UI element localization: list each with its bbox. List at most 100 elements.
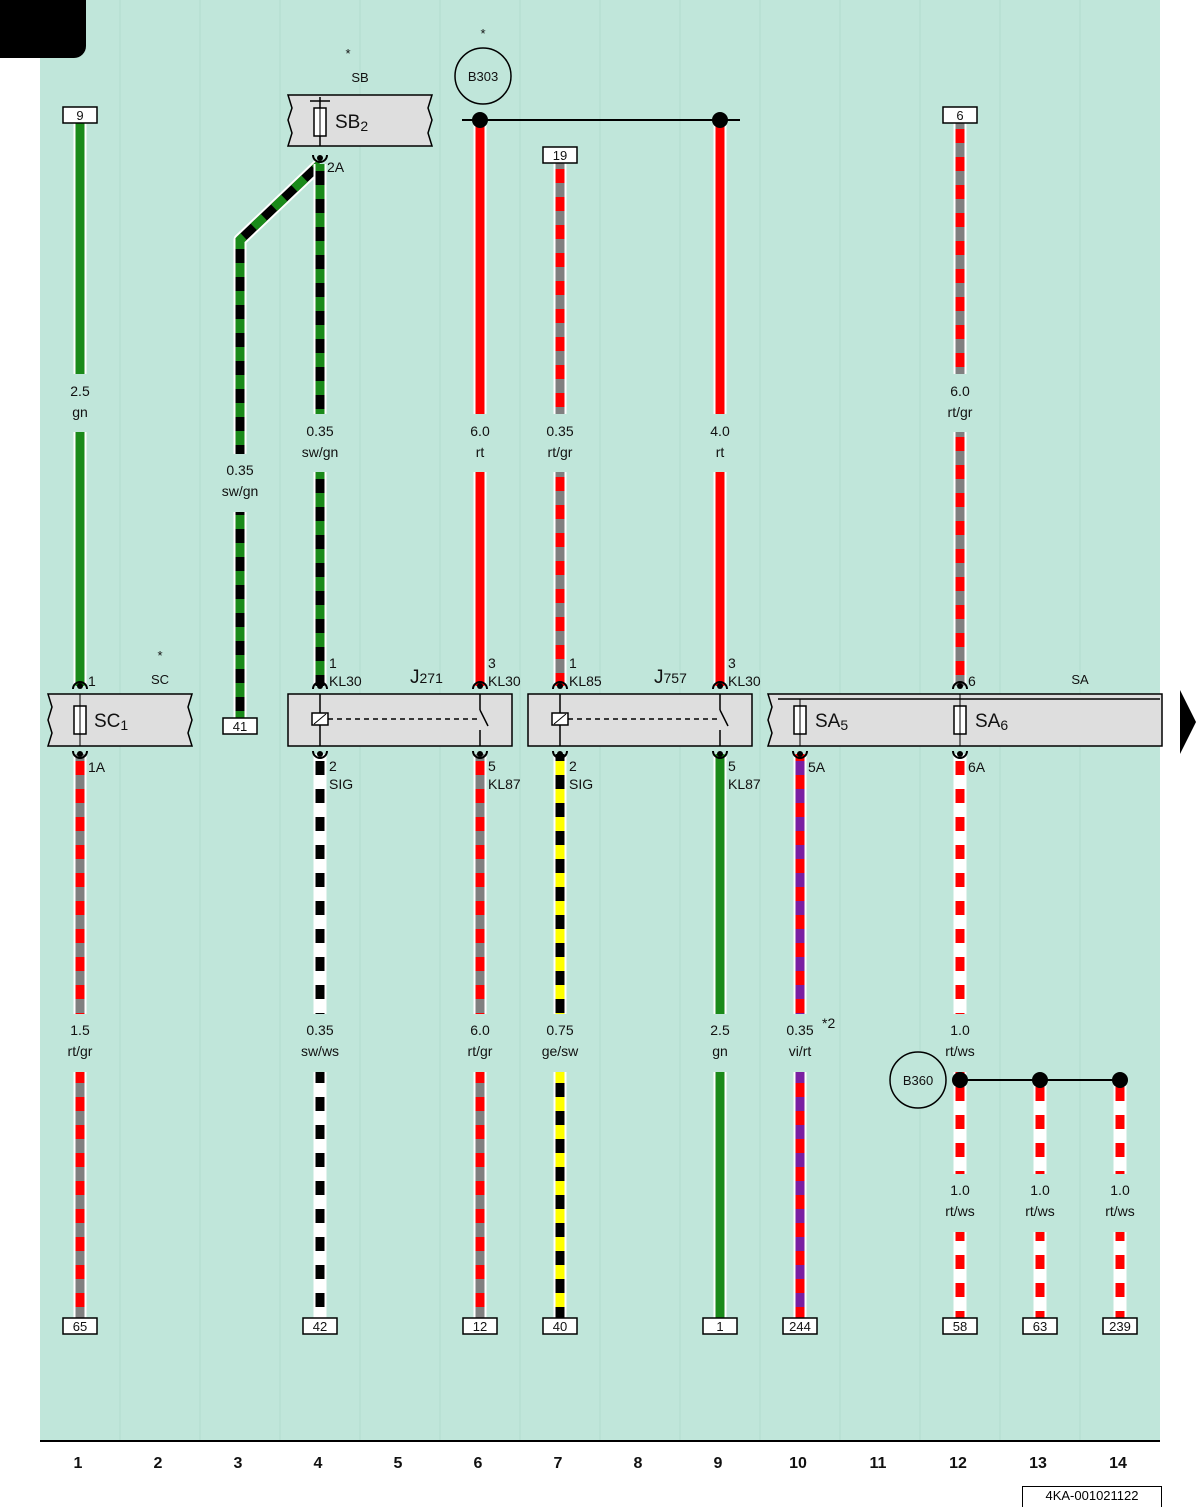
wire-size-label: 1.0	[950, 1022, 970, 1038]
wire-size-label: 0.75	[546, 1022, 573, 1038]
wire-size-label: 0.35	[226, 462, 253, 478]
j271-pin3-fn: KL30	[488, 673, 521, 689]
wire-color-label: gn	[712, 1043, 728, 1059]
sc1-pin-top: 1	[88, 673, 96, 689]
wire-c12-bot	[951, 754, 969, 1080]
terminal-bottom-c7: 40	[542, 1317, 578, 1335]
sa6-fuse-sub: 6	[1000, 717, 1008, 733]
pin-connector	[72, 750, 88, 759]
svg-text:239: 239	[1109, 1319, 1131, 1334]
svg-text:40: 40	[553, 1319, 567, 1334]
wire-c13-low	[1031, 1080, 1049, 1318]
column-number: 1	[74, 1455, 83, 1472]
svg-text:65: 65	[73, 1319, 87, 1334]
wire-c1-top	[71, 122, 89, 686]
j271-pin3: 3	[488, 655, 496, 671]
pin-connector	[472, 750, 488, 759]
pin-connector	[712, 750, 728, 759]
terminal-top-c7: 19	[542, 146, 578, 164]
pin-connector	[312, 750, 328, 759]
svg-text:42: 42	[313, 1319, 327, 1334]
sa6-pin-bottom: 6A	[968, 759, 986, 775]
sb2-fuse-label: SB	[335, 112, 360, 133]
wire-c4-top	[311, 164, 329, 686]
sa5-pin: 5A	[808, 759, 826, 775]
wire-color-label: rt/ws	[1025, 1203, 1055, 1219]
wire-c6-top	[471, 120, 489, 686]
pin-connector	[312, 154, 328, 163]
wire-color-label: sw/ws	[301, 1043, 339, 1059]
fuse-box-sb: * SB SB2 2A	[286, 46, 434, 175]
svg-text:244: 244	[789, 1319, 811, 1334]
j271-pin2: 2	[329, 758, 337, 774]
wire-size-label: 0.35	[786, 1022, 813, 1038]
wire-size-label: 4.0	[710, 423, 730, 439]
pin-connector	[312, 681, 328, 690]
column-number: 2	[154, 1455, 163, 1472]
wire-size-label: 6.0	[470, 423, 490, 439]
sb-title: SB	[351, 70, 368, 85]
document-id: 4KA-001021122	[1022, 1486, 1162, 1507]
j757-pin3-fn: KL30	[728, 673, 761, 689]
wire-c7-bot	[551, 754, 569, 1318]
wire-color-label: rt/gr	[548, 444, 573, 460]
svg-text:12: 12	[473, 1319, 487, 1334]
wire-color-label: rt/gr	[468, 1043, 493, 1059]
svg-text:1: 1	[716, 1319, 723, 1334]
j271-pin5: 5	[488, 758, 496, 774]
j757-pin2-fn: SIG	[569, 776, 593, 792]
column-number: 8	[634, 1455, 643, 1472]
terminal-bottom-c6: 12	[462, 1317, 498, 1335]
column-number: 12	[949, 1455, 967, 1472]
column-number: 3	[234, 1455, 243, 1472]
pin-connector	[552, 750, 568, 759]
terminal-bottom-c1: 65	[62, 1317, 98, 1335]
wire-color-label: gn	[72, 404, 88, 420]
svg-text:J271: J271	[410, 667, 443, 688]
column-number: 6	[474, 1455, 483, 1472]
wire-color-label: rt/ws	[1105, 1203, 1135, 1219]
column-number: 4	[314, 1455, 323, 1472]
j757-pin5: 5	[728, 758, 736, 774]
terminal-bottom-c12: 58	[942, 1317, 978, 1335]
wire-size-label: 6.0	[950, 383, 970, 399]
wire-c6-bot	[471, 754, 489, 1318]
wire-color-label: rt/gr	[948, 404, 973, 420]
splice-dot	[1112, 1072, 1128, 1088]
terminal-bottom-c13: 63	[1022, 1317, 1058, 1335]
j271-name: J	[410, 667, 420, 688]
fuse-box-sa: SA SA5 SA6 6 5A 6A	[766, 672, 1163, 775]
svg-text:41: 41	[233, 719, 247, 734]
splice-dot	[712, 112, 728, 128]
footnote-marker: *2	[822, 1015, 835, 1031]
terminal-bottom-c10: 244	[782, 1317, 818, 1335]
svg-text:58: 58	[953, 1319, 967, 1334]
relay-j271: J271 1 KL30 3 KL30 2 SIG 5 KL87	[287, 655, 521, 792]
wire-size-label: 2.5	[710, 1022, 730, 1038]
j757-pin2: 2	[569, 758, 577, 774]
wire-c4-bot	[311, 754, 329, 1318]
sa5-fuse-sub: 5	[840, 717, 848, 733]
wire-size-label: 6.0	[470, 1022, 490, 1038]
wire-c12-low	[951, 1080, 969, 1318]
splice-b360-label: B360	[903, 1073, 933, 1088]
wire-color-label: sw/gn	[302, 444, 339, 460]
j271-sub: 271	[420, 670, 444, 686]
sa6-pin-top: 6	[968, 673, 976, 689]
sb-star: *	[345, 46, 350, 61]
svg-text:SB2: SB2	[335, 112, 368, 134]
j271-pin5-fn: KL87	[488, 776, 521, 792]
wire-size-label: 0.35	[306, 423, 333, 439]
wire-color-label: rt/ws	[945, 1043, 975, 1059]
column-number: 5	[394, 1455, 403, 1472]
j757-pin5-fn: KL87	[728, 776, 761, 792]
pin-connector	[792, 750, 808, 759]
pin-connector	[952, 681, 968, 690]
wire-color-label: rt	[716, 444, 725, 460]
svg-text:63: 63	[1033, 1319, 1047, 1334]
wire-c10-bot	[791, 754, 809, 1318]
terminal-top-c12: 6	[942, 106, 978, 124]
wire-c9-bot	[711, 754, 729, 1318]
pin-connector	[952, 750, 968, 759]
svg-text:J757: J757	[654, 667, 687, 688]
